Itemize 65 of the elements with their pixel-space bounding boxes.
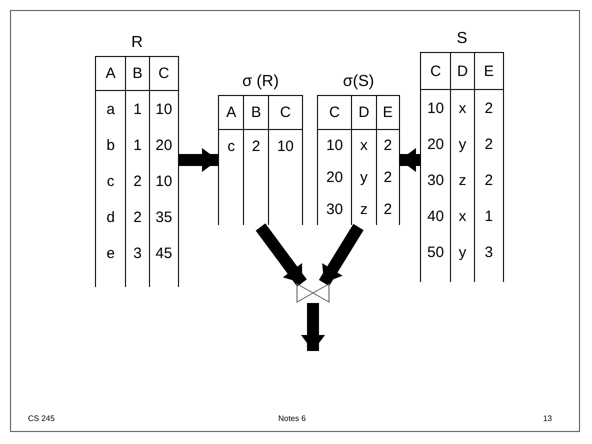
table-cell-text: 1 — [132, 100, 143, 120]
column-header: E — [474, 53, 503, 90]
table-cell-text: e — [105, 244, 116, 264]
table-cell-text: 1 — [484, 206, 494, 226]
table-cell-text: 35 — [154, 208, 174, 228]
table-cell-text: 3 — [132, 244, 143, 264]
table-cell-text: 40 — [426, 206, 445, 226]
table-cell-text: 2 — [484, 98, 494, 118]
table-cell-text: z — [458, 170, 468, 190]
block-arrow — [318, 224, 364, 286]
column-header: B — [244, 96, 268, 130]
column-header: A — [96, 57, 126, 91]
table-cell-text: 10 — [325, 136, 344, 156]
table-cell-text: y — [458, 134, 468, 154]
table-cell-text: 2 — [484, 170, 494, 190]
table-cell-text: 10 — [154, 172, 174, 192]
column-header: D — [352, 96, 376, 130]
table-cell-text: z — [359, 200, 369, 220]
column-header: D — [451, 53, 474, 90]
table-cell-text: 2 — [250, 136, 262, 156]
table-title: R — [130, 33, 144, 53]
column-header: B — [126, 57, 149, 91]
table-cell-text: 10 — [154, 100, 174, 120]
table-title: σ(S) — [342, 72, 376, 92]
table-cell-text: 2 — [484, 134, 494, 154]
table-cell-text: c — [226, 136, 236, 156]
column-header: E — [376, 96, 399, 130]
table-cell-text: 2 — [382, 200, 393, 220]
footer-text: 13 — [543, 414, 552, 423]
column-header: C — [150, 57, 178, 91]
column-header: C — [318, 96, 352, 130]
table-cell-text: 2 — [382, 136, 393, 156]
column-header: A — [219, 96, 244, 130]
column-header: C — [268, 96, 302, 130]
table-cell-text: 10 — [276, 136, 295, 156]
table-cell-text: 2 — [382, 168, 393, 188]
block-arrow — [301, 303, 325, 351]
table-cell-text: 1 — [132, 136, 143, 156]
table-cell-text: 45 — [154, 244, 174, 264]
table-title: σ (R) — [241, 72, 280, 92]
table-cell-text: a — [105, 100, 116, 120]
table-cell-text: y — [359, 168, 369, 188]
table-title: S — [456, 29, 468, 49]
table-cell-text: x — [458, 98, 468, 118]
table-cell-text: 20 — [154, 136, 174, 156]
table-cell-text: 30 — [426, 170, 445, 190]
table-cell-text: 20 — [325, 168, 344, 188]
table-cell-text: 2 — [132, 172, 143, 192]
table-cell-text: d — [105, 208, 116, 228]
footer-text: Notes 6 — [278, 414, 306, 423]
column-header: C — [421, 53, 450, 90]
table-cell-text: 2 — [132, 208, 143, 228]
block-arrow — [179, 148, 218, 172]
table-cell-text: 10 — [426, 98, 445, 118]
footer-text: CS 245 — [28, 414, 55, 423]
table-cell-text: c — [106, 172, 116, 192]
table-cell-text: x — [458, 206, 468, 226]
table-cell-text: 30 — [325, 200, 344, 220]
block-arrow — [400, 148, 420, 172]
table-cell-text: b — [105, 136, 116, 156]
table-cell-text: 20 — [426, 134, 445, 154]
table-cell-text: 50 — [426, 242, 445, 262]
table-cell-text: y — [458, 242, 468, 262]
table-cell-text: x — [359, 136, 369, 156]
table-cell-text: 3 — [484, 242, 494, 262]
